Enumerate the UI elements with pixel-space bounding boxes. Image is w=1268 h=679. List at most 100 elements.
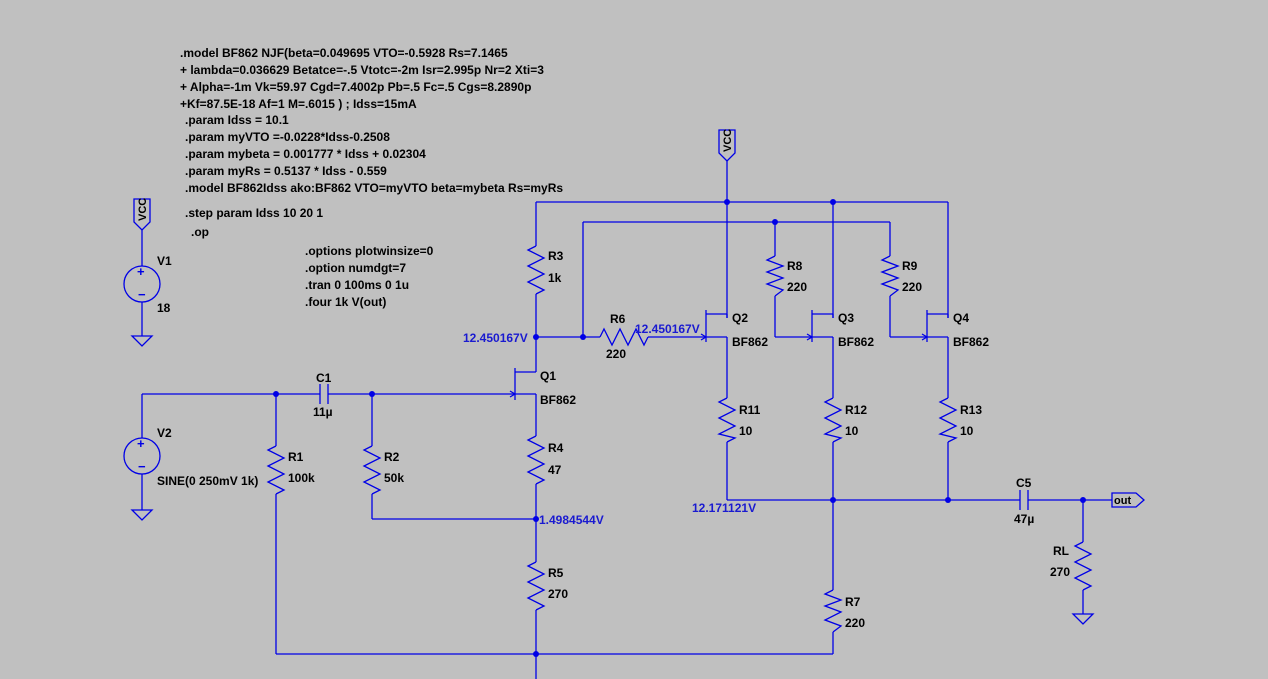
resistor-r8[interactable]: R8 220 [765,255,807,297]
node-voltages: 12.450167V 12.450167V 1.4984544V 12.1711… [463,322,756,527]
vcc-rail: VCC [536,129,949,338]
r12-value: 10 [845,424,859,438]
resistor-r6[interactable]: R6 220 [599,312,705,361]
resistor-r2[interactable]: R2 50k [362,445,404,495]
vcc-flag-label: VCC [137,198,149,221]
directive-line: .param myVTO =-0.0228*Idss-0.2508 [185,130,390,144]
v1-name: V1 [157,254,172,268]
option-line: .four 1k V(out) [305,295,386,309]
option-line: .option numdgt=7 [305,261,406,275]
resistor-r3[interactable]: R3 1k [526,245,564,295]
c1-value: 11µ [313,405,333,419]
directive-line: .model BF862 NJF(beta=0.049695 VTO=-0.59… [180,46,508,60]
minus-sign: − [138,287,146,302]
jfet-q2[interactable]: Q2 BF862 [700,310,768,350]
r4-name: R4 [548,441,564,455]
resistor-r9[interactable]: R9 220 [880,255,922,297]
q1-stage [533,202,890,654]
r13-name: R13 [960,403,982,417]
resistor-r12[interactable]: R12 10 [823,397,867,443]
r4-value: 47 [548,463,562,477]
r8-name: R8 [787,259,803,273]
minus-sign: − [138,459,146,474]
r7-value: 220 [845,616,865,630]
r2-name: R2 [384,450,400,464]
directive-line: .param mybeta = 0.001777 * Idss + 0.0230… [185,147,426,161]
spice-options: .options plotwinsize=0 .option numdgt=7 … [305,244,434,309]
resistor-r5[interactable]: R5 270 [526,561,568,611]
r9-value: 220 [902,280,922,294]
resistor-r7[interactable]: R7 220 [823,589,865,633]
option-line: .tran 0 100ms 0 1u [305,278,409,292]
r11-name: R11 [739,403,761,417]
jfet-q4[interactable]: Q4 BF862 [921,310,989,350]
capacitor-c5[interactable]: C5 47µ [1014,476,1034,526]
voltage-label-q1-drain: 12.450167V [463,331,528,345]
resistor-r1[interactable]: R1 100k [266,445,315,495]
directive-line: + Alpha=-1m Vk=59.97 Cgd=7.4002p Pb=.5 F… [180,80,531,94]
q3-name: Q3 [838,311,854,325]
gate-arrow [921,333,929,341]
c5-name: C5 [1016,476,1032,490]
q2-model: BF862 [732,335,768,349]
gate-arrow [509,390,517,398]
jfet-q3[interactable]: Q3 BF862 [806,310,874,350]
directive-line: .param myRs = 0.5137 * Idss - 0.559 [185,164,387,178]
resistor-rl[interactable]: RL 270 [1050,541,1093,591]
directive-line: .param Idss = 10.1 [185,113,289,127]
voltage-label-q1-source: 1.4984544V [539,513,604,527]
spice-directives: .model BF862 NJF(beta=0.049695 VTO=-0.59… [180,46,563,239]
r6-name: R6 [610,312,626,326]
r12-name: R12 [845,403,867,417]
v2-name: V2 [157,426,172,440]
directive-line: + lambda=0.036629 Betatce=-.5 Vtotc=-2m … [180,63,544,77]
q3-model: BF862 [838,335,874,349]
r13-value: 10 [960,424,974,438]
out-port[interactable]: out [1111,492,1145,508]
v1-value: 18 [157,301,171,315]
resistor-r13[interactable]: R13 10 [938,397,982,443]
r9-name: R9 [902,259,918,273]
rl-value: 270 [1050,565,1070,579]
vcc-flag-v1 [133,198,151,231]
c1-name: C1 [316,371,332,385]
directive-line: .step param Idss 10 20 1 [185,206,323,220]
q2-name: Q2 [732,311,748,325]
r11-value: 10 [739,424,753,438]
ground-symbol [130,335,154,347]
r5-name: R5 [548,566,564,580]
vcc-flag-label: VCC [722,129,734,152]
jfet-q1[interactable]: Q1 BF862 [509,362,576,407]
out-flag [1111,492,1145,508]
directive-line: .model BF862Idss ako:BF862 VTO=myVTO bet… [185,181,563,195]
option-line: .options plotwinsize=0 [305,244,434,258]
plus-sign: + [137,264,145,279]
r3-value: 1k [548,271,562,285]
q1-model: BF862 [540,393,576,407]
resistor-r4[interactable]: R4 47 [526,435,564,485]
plus-sign: + [137,436,145,451]
ground-symbol [1071,613,1095,625]
rl-name: RL [1053,544,1069,558]
c5-value: 47µ [1014,512,1034,526]
v2-source[interactable]: + − V2 SINE(0 250mV 1k) [123,394,258,521]
r3-name: R3 [548,249,564,263]
ground-symbol [130,509,154,521]
q1-name: Q1 [540,369,556,383]
v1-source[interactable]: VCC + − V1 18 [123,198,172,347]
voltage-label-r6-out: 12.450167V [635,322,700,336]
r8-value: 220 [787,280,807,294]
voltage-label-sources-node: 12.171121V [692,501,756,515]
q4-model: BF862 [953,335,989,349]
capacitor-c1[interactable]: C1 11µ [313,371,333,419]
resistor-r11[interactable]: R11 10 [717,397,761,443]
directive-line: .op [191,225,209,239]
gate-arrow [700,333,708,341]
vcc-flag-top [718,129,736,162]
out-flag-label: out [1114,495,1131,507]
v2-value: SINE(0 250mV 1k) [157,474,258,488]
r6-value: 220 [606,347,626,361]
q4-name: Q4 [953,311,969,325]
r7-name: R7 [845,595,861,609]
